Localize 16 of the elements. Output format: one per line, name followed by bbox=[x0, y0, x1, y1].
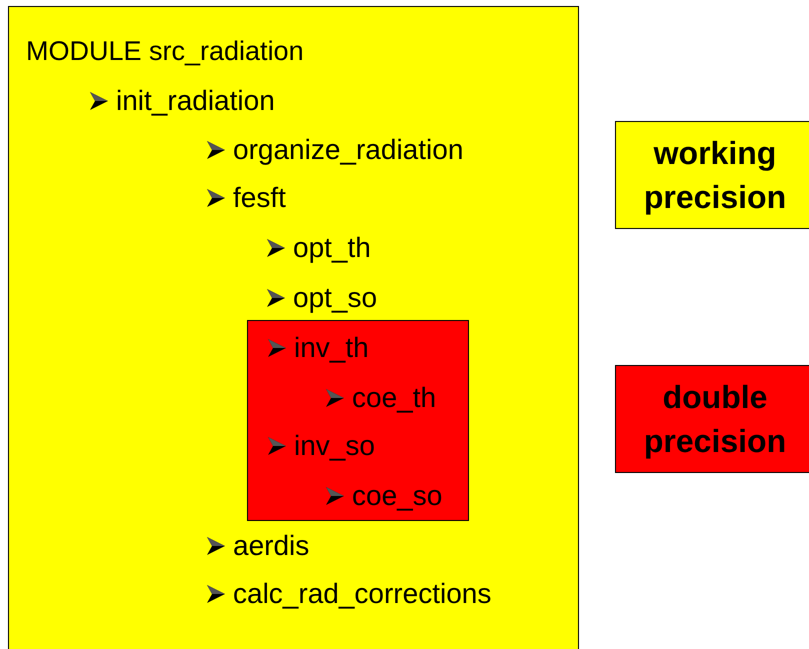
subroutine-name: organize_radiation bbox=[233, 134, 464, 166]
subroutine-name: init_radiation bbox=[116, 85, 275, 117]
subroutine-name: coe_th bbox=[352, 382, 436, 414]
module-title: MODULE src_radiation bbox=[26, 35, 304, 67]
subroutine-name: calc_rad_corrections bbox=[233, 578, 492, 610]
legend-label: double precision bbox=[642, 378, 788, 461]
subroutine-name: inv_so bbox=[294, 430, 375, 462]
subroutine-name: opt_th bbox=[293, 232, 371, 264]
subroutine-name: aerdis bbox=[233, 530, 310, 562]
subroutine-name: fesft bbox=[233, 182, 286, 214]
nested-box bbox=[8, 6, 579, 649]
subroutine-name: opt_so bbox=[293, 282, 378, 314]
subroutine-name: inv_th bbox=[294, 332, 369, 364]
subroutine-name: coe_so bbox=[352, 480, 442, 512]
legend-label: working precision bbox=[642, 134, 788, 217]
nested-box bbox=[247, 320, 469, 521]
